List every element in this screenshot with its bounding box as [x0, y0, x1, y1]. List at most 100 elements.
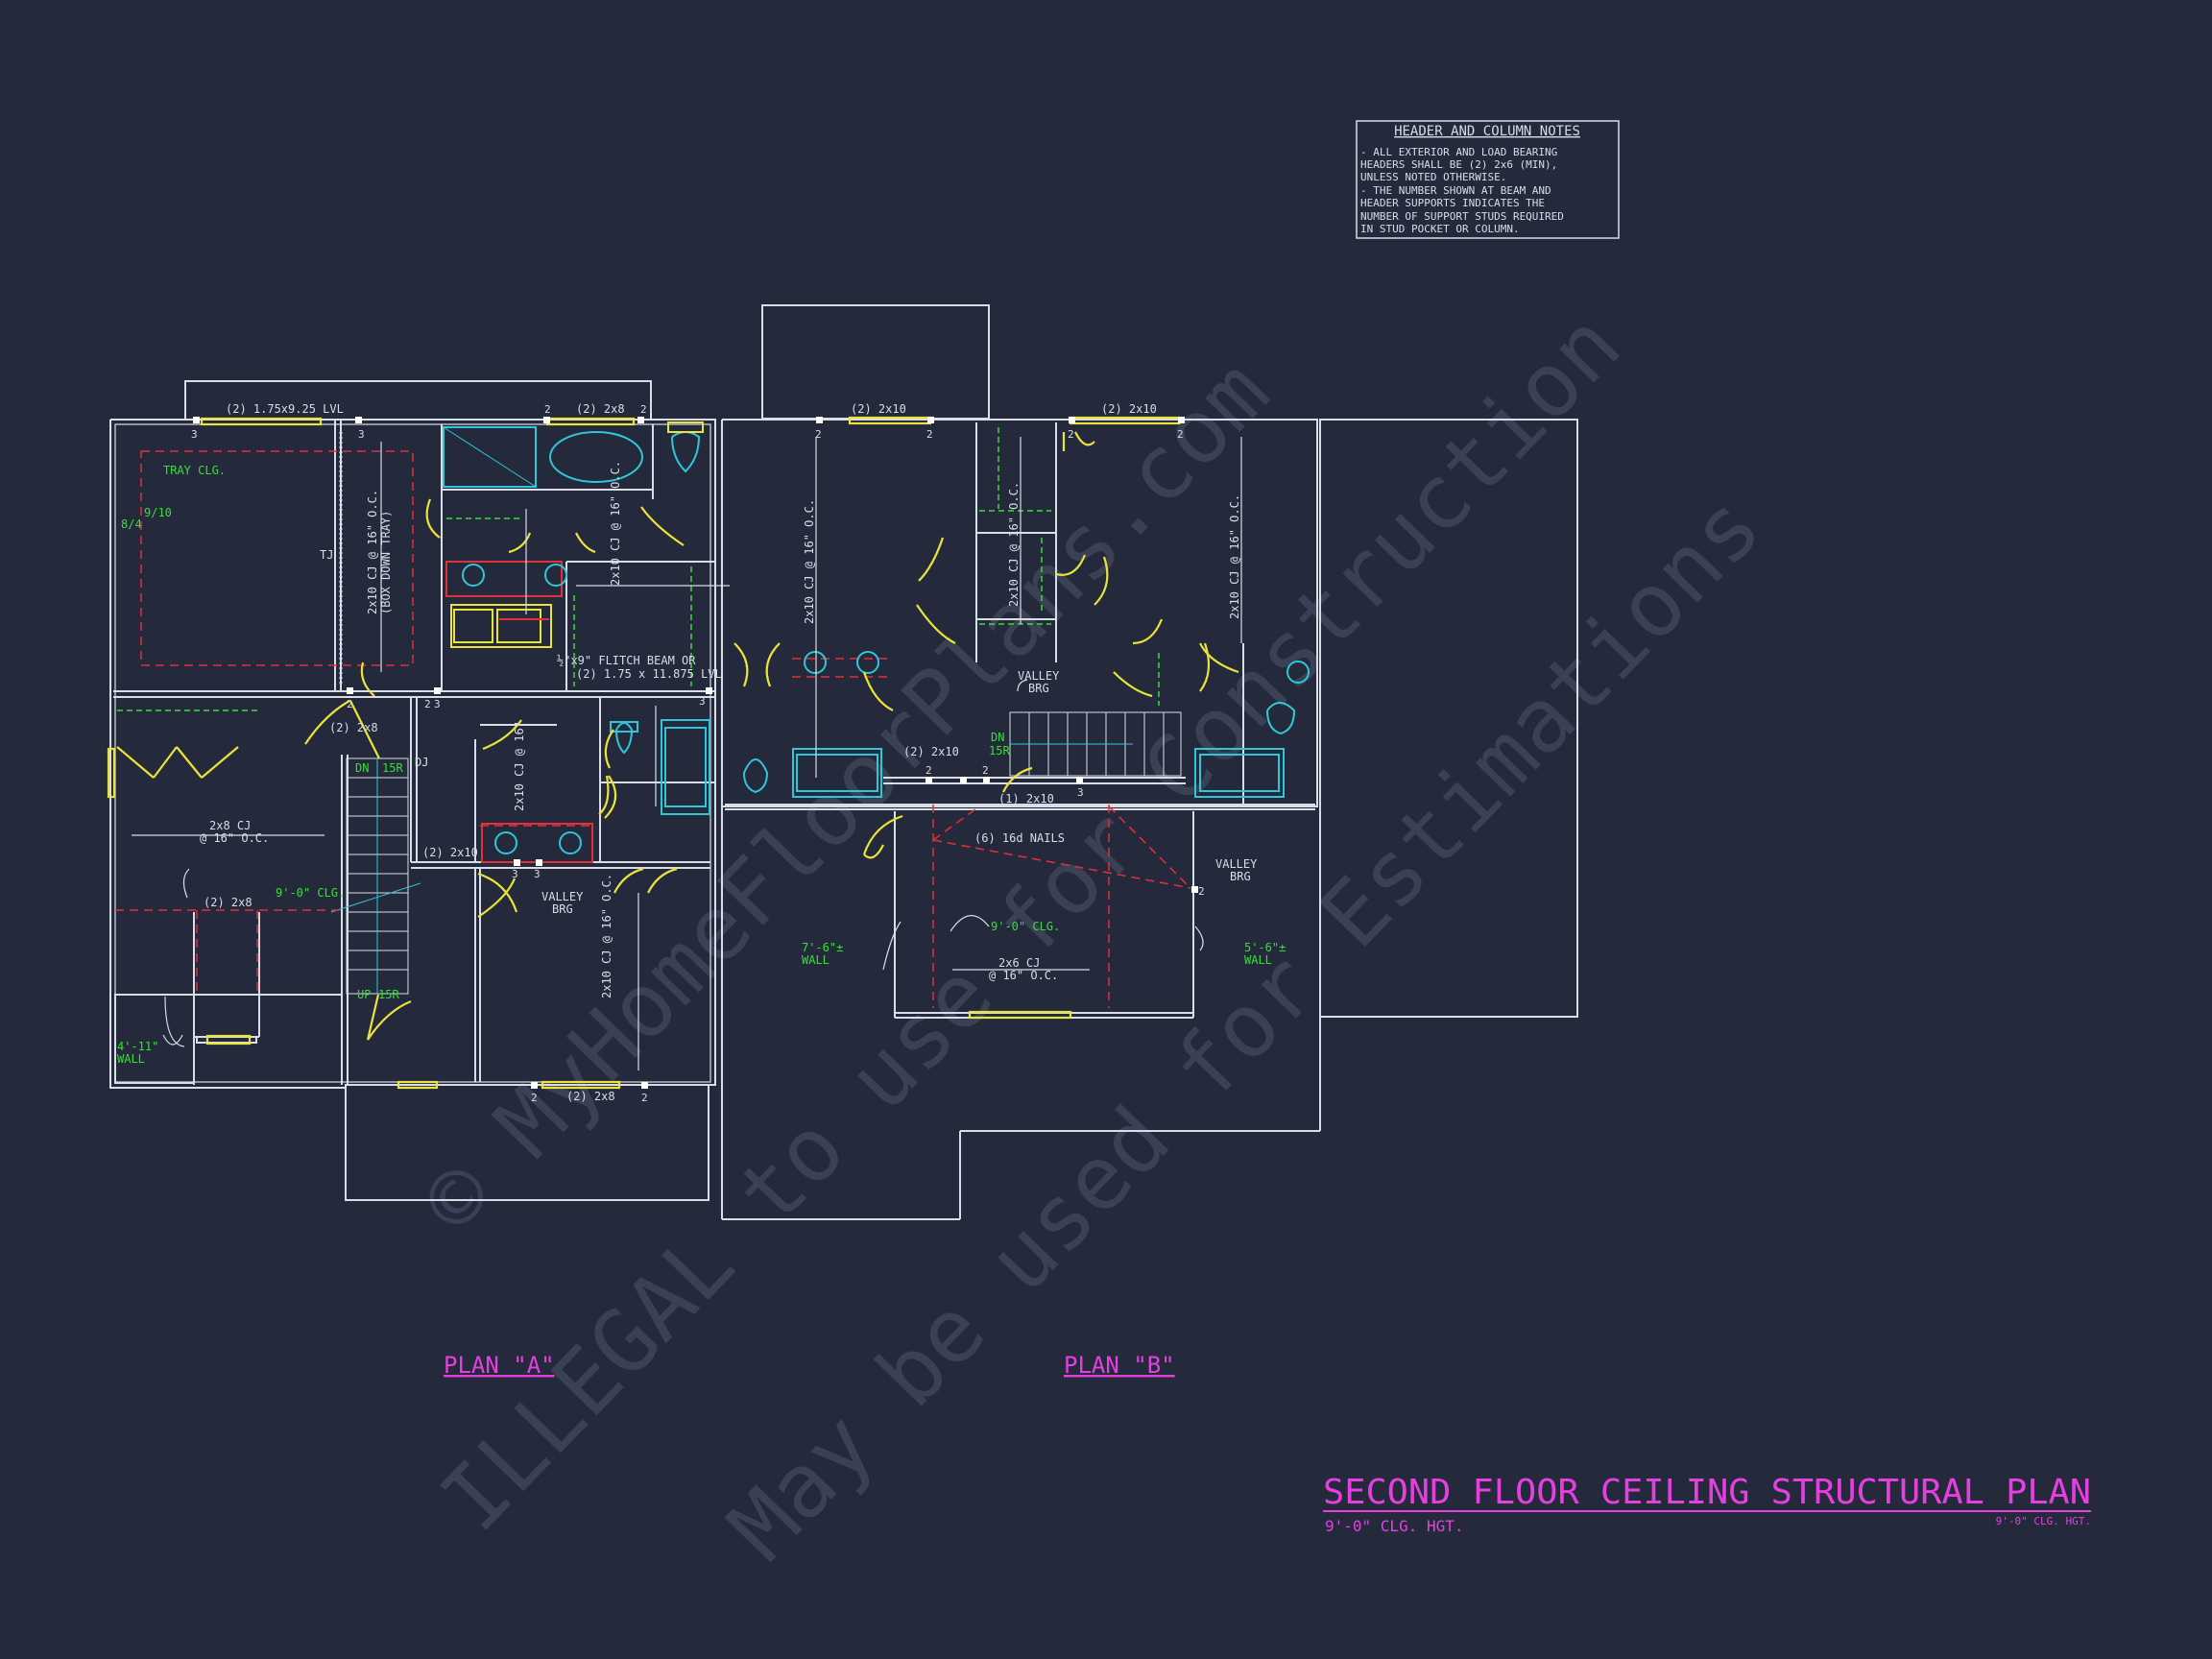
svg-text:2: 2: [926, 428, 933, 441]
plan-a-cj-br: 2x10 CJ @ 16" O.C.: [600, 874, 613, 998]
svg-text:3: 3: [534, 868, 541, 880]
plan-b-wall-r-2: WALL: [1244, 953, 1272, 967]
plan-a-dashed: [115, 450, 590, 995]
svg-text:3: 3: [1077, 786, 1084, 799]
svg-text:2: 2: [424, 698, 431, 710]
plan-a-tray-label: TRAY CLG.: [163, 464, 226, 477]
notes-line-2: HEADERS SHALL BE (2) 2x6 (MIN),: [1360, 158, 1557, 171]
plan-a-stairs: [330, 757, 421, 995]
plan-a-cj-room-1: 2x8 CJ: [209, 819, 251, 832]
plan-b-wall-r-1: 5'-6"±: [1244, 941, 1286, 954]
svg-text:2: 2: [926, 764, 932, 777]
plan-a-posts: [193, 417, 712, 1089]
plan-a-pitch-b: 8/4: [121, 517, 142, 531]
plan-b-h2x10-right: (2) 2x10: [1101, 402, 1157, 416]
plan-a-cj-closet: 2x10 CJ @ 16": [513, 721, 526, 811]
plan-b-cj-left: 2x10 CJ @ 16" O.C.: [803, 499, 816, 624]
plan-b-wall-l-1: 7'-6"±: [802, 941, 843, 954]
plan-a-top-header-label: (2) 1.75x9.25 LVL: [226, 402, 344, 416]
notes-line-1: - ALL EXTERIOR AND LOAD BEARING: [1360, 146, 1557, 158]
plan-a-br-up: 15R: [378, 988, 399, 1001]
plan-b-posts: [816, 417, 1198, 893]
notes-line-6: NUMBER OF SUPPORT STUDS REQUIRED: [1360, 210, 1564, 223]
plan-a-valley-1: VALLEY: [541, 890, 584, 903]
plan-b-h2x10-left: (2) 2x10: [851, 402, 906, 416]
sheet-title: SECOND FLOOR CEILING STRUCTURAL PLAN: [1323, 1473, 2091, 1512]
svg-text:2: 2: [641, 1092, 648, 1104]
plan-a-h2x8-hall: (2) 2x8: [329, 721, 378, 734]
plan-b-nails: (6) 16d NAILS: [974, 831, 1065, 845]
svg-text:2: 2: [640, 403, 647, 416]
sheet-subtitle-left: 9'-0" CLG. HGT.: [1325, 1517, 1464, 1535]
plan-a-flitch-2: (2) 1.75 x 11.875 LVL: [576, 667, 722, 681]
plan-b-br: 15R: [989, 744, 1010, 757]
plan-a-h2x10-hall: (2) 2x10: [422, 846, 478, 859]
plan-a-cj-room-2: @ 16" O.C.: [200, 831, 269, 845]
svg-text:2: 2: [1068, 428, 1074, 441]
svg-text:3: 3: [191, 428, 198, 441]
plan-b-green-marks: [979, 427, 1160, 706]
notes-line-3: UNLESS NOTED OTHERWISE.: [1360, 171, 1506, 183]
notes-heading: HEADER AND COLUMN NOTES: [1394, 124, 1580, 139]
plan-a-wall-1: 4'-11": [117, 1040, 158, 1053]
plan-b-clg: 9'-0" CLG.: [991, 920, 1060, 933]
svg-text:2: 2: [531, 1092, 538, 1104]
plan-b-drawing: 2 2 2 2 2 2 3 2 (2) 2x10 (2) 2x10 2x10 CJ @ …: [721, 304, 1578, 1220]
plan-b-cj-room-1: 2x6 CJ: [998, 956, 1040, 970]
notes-line-4: - THE NUMBER SHOWN AT BEAM AND: [1360, 184, 1551, 197]
plan-b-h2x10-mid: (1) 2x10: [998, 792, 1054, 805]
svg-text:2: 2: [544, 403, 551, 416]
plan-b-dn: DN: [991, 731, 1004, 744]
plan-a-fixtures: [443, 421, 710, 863]
plan-b-dimensions: [815, 437, 1242, 971]
plan-b-walls: [721, 304, 1578, 1220]
plan-a-dimensions: [132, 442, 730, 1070]
plan-b-valley-r-1: VALLEY: [1215, 857, 1258, 871]
plan-a-dn: DN: [355, 761, 369, 775]
svg-text:2: 2: [1198, 885, 1205, 898]
plan-a-tj-label: TJ: [320, 548, 333, 562]
plan-b-wall-l-2: WALL: [802, 953, 830, 967]
plan-b-cj-mid: 2x10 CJ @ 16" O.C.: [1007, 482, 1021, 607]
header-column-notes: HEADER AND COLUMN NOTES - ALL EXTERIOR A…: [1356, 120, 1620, 239]
plan-a-labels: (2) 1.75x9.25 LVL (2) 2x8 TRAY CLG. 9/10…: [117, 402, 722, 1103]
svg-text:3: 3: [434, 698, 441, 710]
plan-b-h2x10-stair: (2) 2x10: [903, 745, 959, 758]
plan-a-cj-bath: 2x10 CJ @ 16" O.C.: [609, 461, 622, 586]
svg-text:2: 2: [1177, 428, 1184, 441]
plan-a-wall-2: WALL: [117, 1052, 145, 1066]
plan-b-cj-room-2: @ 16" O.C.: [989, 969, 1058, 982]
plan-b-valley-r-2: BRG: [1230, 870, 1251, 883]
plan-b-valley-top-1: VALLEY: [1018, 669, 1060, 683]
plan-a-br-dn: 15R: [382, 761, 403, 775]
plan-b-stud-counts: 2 2 2 2 2 2 3 2: [815, 428, 1205, 898]
plan-a-h2x8-room: (2) 2x8: [204, 896, 252, 909]
sheet-subtitle-right: 9'-0" CLG. HGT.: [1996, 1515, 2091, 1527]
plan-b-label: PLAN "B": [1064, 1352, 1175, 1379]
plan-a-doors: [107, 417, 685, 1090]
plan-b-cj-right: 2x10 CJ @ 16" O.C.: [1228, 494, 1241, 619]
plan-b-fixtures: [743, 651, 1310, 798]
svg-text:2: 2: [982, 764, 989, 777]
svg-text:3: 3: [512, 868, 518, 880]
plan-a-drawing: 33 22 223 33 22 3 (2) 1.75x9.25 LVL (2) …: [107, 380, 730, 1201]
plan-a-box-down: (BOX DOWN TRAY): [379, 511, 393, 614]
plan-a-clg: 9'-0" CLG.: [276, 886, 345, 900]
plan-a-h2x8-bottom: (2) 2x8: [566, 1090, 615, 1103]
plan-a-up: UP: [357, 988, 371, 1001]
svg-text:3: 3: [358, 428, 365, 441]
svg-text:2: 2: [815, 428, 822, 441]
plan-b-dashed: [792, 658, 1191, 1008]
sheet-title-block: SECOND FLOOR CEILING STRUCTURAL PLAN 9'-…: [1323, 1473, 2091, 1535]
plan-a-label: PLAN "A": [444, 1352, 555, 1379]
plan-b-labels: (2) 2x10 (2) 2x10 2x10 CJ @ 16" O.C. 2x1…: [802, 402, 1286, 982]
svg-text:2: 2: [347, 698, 353, 710]
plan-a-cj-box: 2x10 CJ @ 16" O.C.: [366, 490, 379, 614]
notes-line-5: HEADER SUPPORTS INDICATES THE: [1360, 197, 1545, 209]
plan-a-green-marks: [117, 517, 692, 711]
plan-a-header-2x8-top: (2) 2x8: [576, 402, 625, 416]
plan-a-dj: DJ: [415, 756, 428, 769]
plan-a-pitch-a: 9/10: [144, 506, 172, 519]
